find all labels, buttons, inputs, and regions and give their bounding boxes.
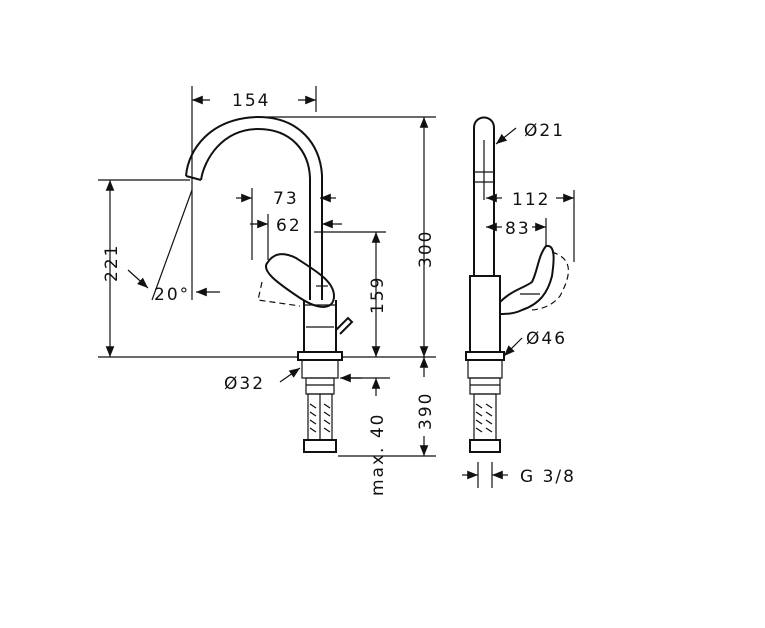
lever-handle <box>265 253 336 308</box>
dim-154: 154 <box>191 86 317 300</box>
side-spout <box>473 116 495 276</box>
dim-62: 62 <box>250 214 342 260</box>
angle-label: 20° <box>154 285 190 305</box>
dim-221-label: 221 <box>102 244 122 282</box>
side-base-ring <box>465 351 505 361</box>
dim-angle: 20° <box>127 189 220 305</box>
dim-dia32: Ø32 <box>224 367 362 394</box>
dim-thread: G 3/8 <box>462 462 576 488</box>
dim-dia21: Ø21 <box>495 121 565 145</box>
dim-390-label: 390 <box>416 392 436 430</box>
faucet-body <box>303 300 337 353</box>
thread-label: G 3/8 <box>520 467 576 487</box>
dim-62-label: 62 <box>276 216 302 236</box>
dim-112: 112 <box>486 190 575 262</box>
dim-83: 83 <box>486 218 547 246</box>
max40-label: max. 40 <box>368 413 388 496</box>
side-lever-alt <box>529 251 569 311</box>
side-view <box>465 116 569 453</box>
dim-159-label: 159 <box>368 276 388 314</box>
dim-112-label: 112 <box>512 190 550 210</box>
dia46-label: Ø46 <box>526 329 567 349</box>
front-view <box>185 115 354 453</box>
dim-300-label: 300 <box>416 230 436 268</box>
dia21-label: Ø21 <box>524 121 565 141</box>
base-ring <box>297 351 343 361</box>
spout-inner <box>200 127 311 300</box>
dim-dia46: Ø46 <box>503 329 567 357</box>
spout-outer <box>185 115 323 300</box>
popup-rod <box>335 316 354 335</box>
dim-390: 390 <box>416 357 436 456</box>
side-lever <box>499 244 555 315</box>
side-body <box>469 275 501 353</box>
dim-83-label: 83 <box>505 219 531 239</box>
dim-max40: max. 40 <box>338 377 436 496</box>
dim-73-label: 73 <box>273 189 299 209</box>
side-hoses <box>473 393 497 441</box>
dim-159: 159 <box>314 231 388 357</box>
dia32-label: Ø32 <box>224 374 265 394</box>
dim-154-label: 154 <box>232 91 270 111</box>
dim-221: 221 <box>98 179 298 358</box>
dim-300: 300 <box>258 116 436 358</box>
